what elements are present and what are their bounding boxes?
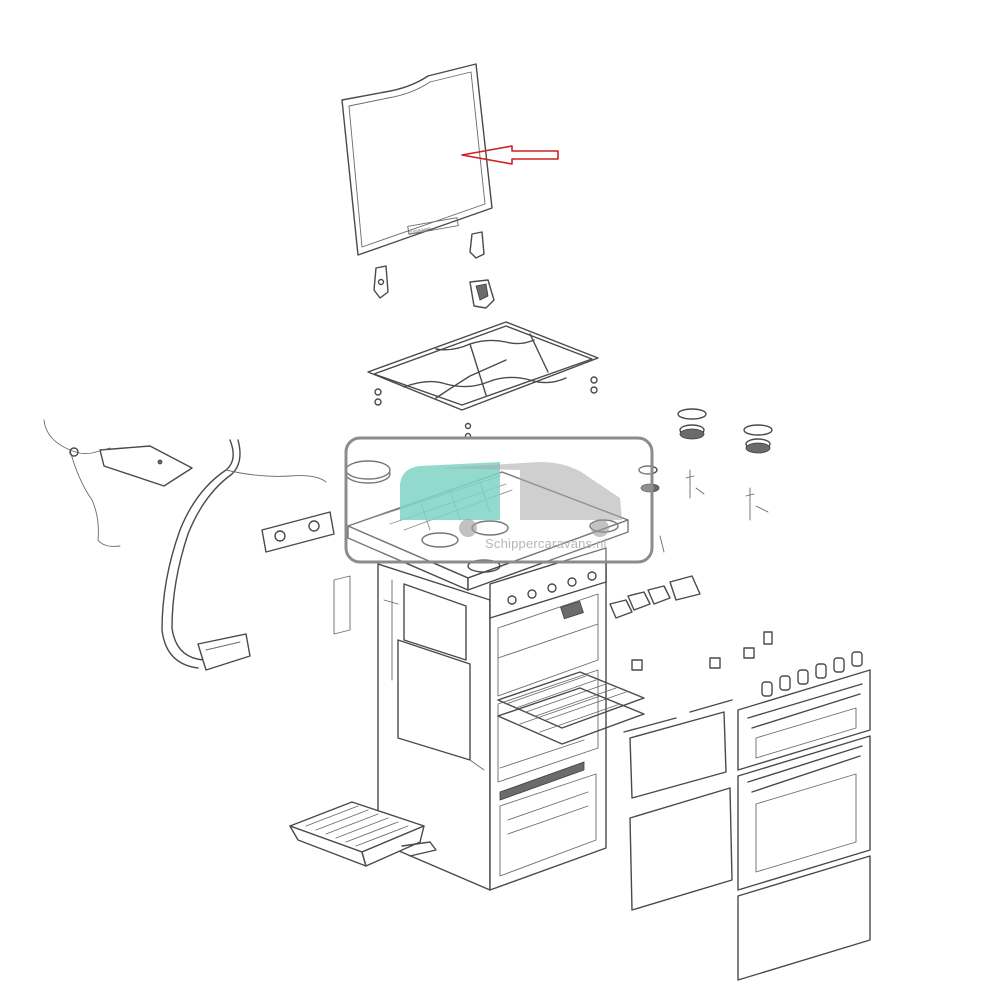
control-knobs: [609, 575, 773, 671]
highlight-arrow: [461, 145, 559, 165]
front-doors: [737, 651, 871, 981]
valve-bracket: [261, 511, 335, 553]
gas-supply-hose: [161, 439, 327, 671]
cooker-body: [333, 547, 607, 891]
ignition-harness: [43, 419, 193, 547]
lid-hinges: [373, 231, 495, 309]
watermark-logo: [344, 436, 654, 564]
pan-support: [367, 321, 599, 440]
grill-pan: [289, 801, 437, 867]
door-glass-panels: [623, 699, 733, 911]
glass-lid: [341, 63, 493, 256]
oven-shelves: [497, 671, 645, 745]
watermark-text: Schippercaravans.nl: [485, 536, 607, 551]
burners: [638, 408, 773, 553]
